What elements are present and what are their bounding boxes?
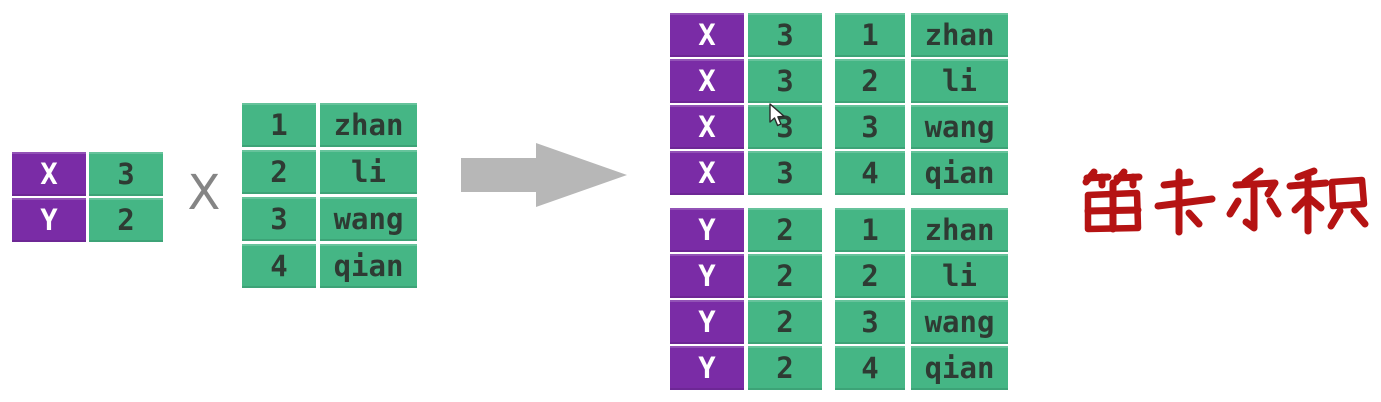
result-idname-subtable: 1 zhan 2 li 3 wang 4 qian (835, 13, 1008, 195)
result-value-cell: 3 (748, 105, 822, 149)
result-key-cell: X (670, 13, 744, 57)
result-id-cell: 1 (835, 13, 905, 57)
hanzi-er (1226, 167, 1282, 232)
result-value-cell: 3 (748, 151, 822, 195)
id-cell: 3 (242, 197, 316, 241)
id-cell: 2 (242, 150, 316, 194)
result-name-cell: wang (911, 300, 1008, 344)
result-name-cell: zhan (911, 13, 1008, 57)
result-name-cell: li (911, 254, 1008, 298)
result-key-cell: Y (670, 254, 744, 298)
result-value-cell: 2 (748, 208, 822, 252)
kv-value-cell: 3 (89, 152, 163, 196)
result-id-cell: 2 (835, 59, 905, 103)
cartesian-product-label (1082, 167, 1369, 236)
name-cell: zhan (320, 103, 417, 147)
source-id-name-table: 1 zhan 2 li 3 wang 4 qian (242, 103, 417, 288)
result-name-cell: qian (911, 346, 1008, 390)
result-key-cell: Y (670, 300, 744, 344)
result-id-cell: 3 (835, 105, 905, 149)
result-value-cell: 2 (748, 346, 822, 390)
hanzi-ka (1154, 168, 1216, 236)
result-id-cell: 1 (835, 208, 905, 252)
arrow-right-icon (461, 143, 627, 207)
result-value-cell: 2 (748, 300, 822, 344)
hanzi-di (1082, 168, 1143, 233)
kv-value-cell: 2 (89, 198, 163, 242)
result-id-cell: 3 (835, 300, 905, 344)
result-id-cell: 2 (835, 254, 905, 298)
result-group-x: X 3 X 3 X 3 X 3 1 zhan 2 li 3 wang 4 qia… (670, 13, 1008, 195)
kv-key-cell: X (12, 152, 86, 196)
source-kv-table: X 3 Y 2 (12, 152, 163, 242)
name-cell: li (320, 150, 417, 194)
result-id-cell: 4 (835, 151, 905, 195)
result-key-cell: X (670, 105, 744, 149)
kv-key-cell: Y (12, 198, 86, 242)
result-id-cell: 4 (835, 346, 905, 390)
result-name-cell: zhan (911, 208, 1008, 252)
result-kv-subtable: X 3 X 3 X 3 X 3 (670, 13, 822, 195)
hanzi-ji (1286, 167, 1369, 235)
result-key-cell: Y (670, 346, 744, 390)
result-key-cell: X (670, 151, 744, 195)
mouse-cursor-icon (769, 103, 785, 127)
id-cell: 1 (242, 103, 316, 147)
result-name-cell: li (911, 59, 1008, 103)
name-cell: wang (320, 197, 417, 241)
result-value-cell: 2 (748, 254, 822, 298)
result-kv-subtable: Y 2 Y 2 Y 2 Y 2 (670, 208, 822, 390)
result-value-cell: 3 (748, 13, 822, 57)
result-value-cell: 3 (748, 59, 822, 103)
result-key-cell: Y (670, 208, 744, 252)
id-cell: 4 (242, 244, 316, 288)
result-group-y: Y 2 Y 2 Y 2 Y 2 1 zhan 2 li 3 wang 4 qia… (670, 208, 1008, 390)
result-key-cell: X (670, 59, 744, 103)
result-name-cell: wang (911, 105, 1008, 149)
multiply-operator: X (187, 165, 221, 221)
name-cell: qian (320, 244, 417, 288)
result-name-cell: qian (911, 151, 1008, 195)
result-idname-subtable: 1 zhan 2 li 3 wang 4 qian (835, 208, 1008, 390)
